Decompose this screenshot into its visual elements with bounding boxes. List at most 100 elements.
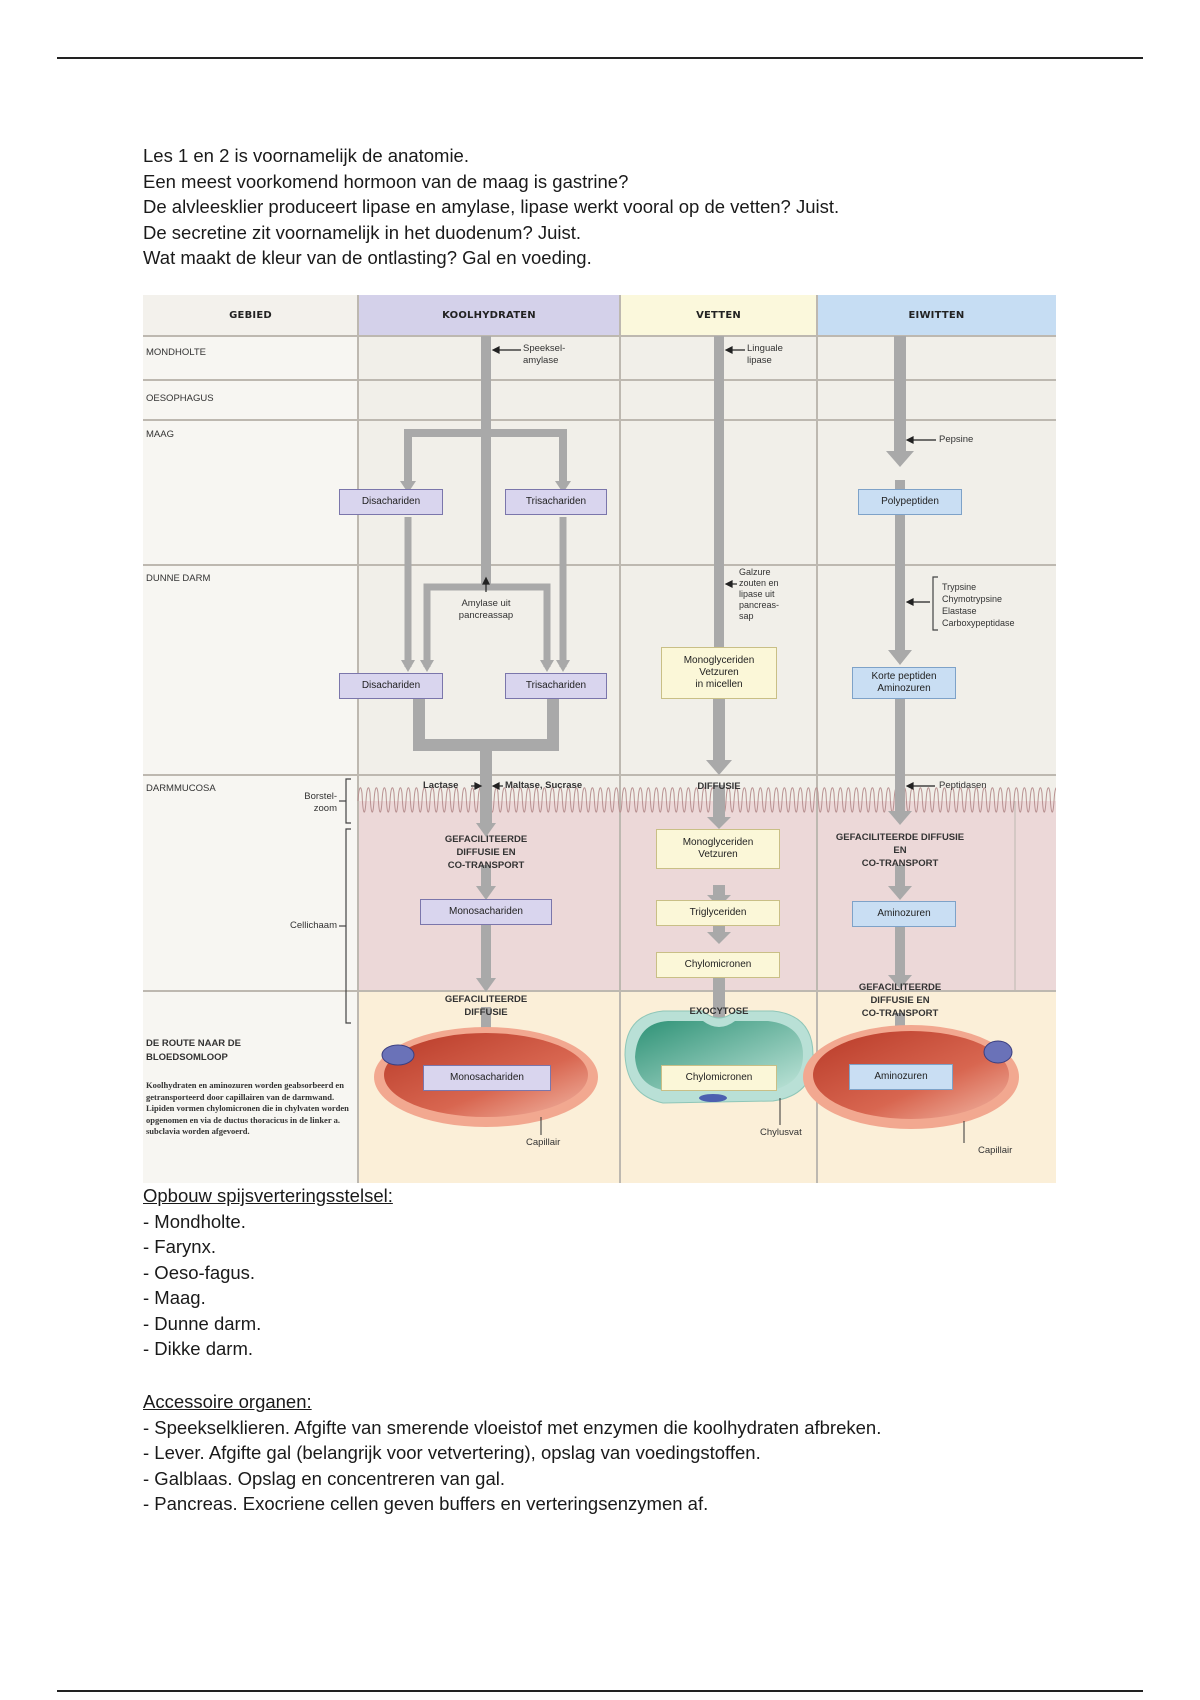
list-item: - Dikke darm. [143, 1338, 253, 1359]
intro-line: De alvleesklier produceert lipase en amy… [143, 196, 840, 217]
box-stomach-disaccharides: Disachariden [339, 489, 443, 515]
transport-line: CO-TRANSPORT [861, 1008, 939, 1019]
box-short-peptides: Korte peptiden Aminozuren [852, 667, 956, 699]
side-brackets [339, 576, 938, 1024]
transport-line: DIFFUSIE EN [870, 995, 930, 1006]
pancreatic-amylase-label-2: pancreassap [458, 610, 514, 621]
accessory-section: Accessoire organen: - Speekselklieren. A… [143, 1389, 881, 1517]
proteins-transport-in: GEFACILITEERDE DIFFUSIE EN CO-TRANSPORT [817, 831, 983, 870]
list-item: - Speekselklieren. Afgifte van smerende … [143, 1416, 882, 1438]
list-item: - Lever. Afgifte gal (belangrijk voor ve… [143, 1442, 761, 1463]
transport-line: GEFACILITEERDE DIFFUSIE [835, 832, 965, 843]
fats-transport-in: DIFFUSIE [697, 781, 741, 792]
box-blood-monosaccharides: Monosachariden [423, 1065, 551, 1091]
row-label-esophagus: OESOPHAGUS [146, 393, 214, 404]
header-rule [57, 57, 1143, 59]
protease-line: Elastase [942, 606, 977, 616]
box-intestine-trisaccharides: Trisachariden [505, 673, 607, 699]
region-column-bg [143, 295, 358, 1183]
intro-line: Les 1 en 2 is voornamelijk de anatomie. [143, 145, 469, 166]
digestion-diagram: GEBIED KOOLHYDRATEN VETTEN EIWITTEN MOND… [143, 295, 1056, 1183]
cell-monoglycerides-line: Monoglyceriden [682, 837, 754, 848]
transport-line: CO-TRANSPORT [861, 858, 939, 869]
lingual-lipase-label-2: lipase [747, 355, 772, 366]
fats-transport-out: EXOCYTOSE [689, 1006, 749, 1017]
bile-lipase-line: sap [739, 611, 754, 621]
protease-line: Carboxypeptidase [942, 618, 1015, 628]
header-region: GEBIED [229, 310, 272, 321]
accessory-heading: Accessoire organen: [143, 1391, 312, 1412]
header-carbs: KOOLHYDRATEN [442, 310, 536, 321]
list-item: - Galblaas. Opslag en concentreren van g… [143, 1467, 505, 1489]
header-fats-bg [620, 295, 817, 336]
carbs-transport-out: GEFACILITEERDE DIFFUSIE [411, 993, 561, 1019]
peptidases-label: Peptidasen [939, 780, 987, 791]
diagram-graphics [143, 295, 1056, 1183]
capillary-2-label: Capillair [978, 1145, 1013, 1156]
proteases-label: Trypsine Chymotrypsine Elastase Carboxyp… [942, 581, 1015, 629]
row-label-mouth: MONDHOLTE [146, 347, 206, 358]
intro-line: Een meest voorkomend hormoon van de maag… [143, 170, 629, 192]
pancreatic-amylase-label-1: Amylase uit [461, 598, 511, 609]
micelles-line: in micellen [695, 679, 743, 690]
structure-heading: Opbouw spijsverteringsstelsel: [143, 1185, 393, 1206]
cell-monoglycerides-line: Vetzuren [698, 849, 738, 860]
saliva-amylase-label-2: amylase [523, 355, 559, 366]
lactase-label: Lactase [423, 780, 459, 791]
box-polypeptides: Polypeptiden [858, 489, 962, 515]
list-item: - Mondholte. [143, 1210, 246, 1232]
maltase-sucrase-label: Maltase, Sucrase [505, 780, 583, 791]
list-item: - Dunne darm. [143, 1312, 262, 1334]
structure-section: Opbouw spijsverteringsstelsel: - Mondhol… [143, 1183, 393, 1362]
bile-lipase-label: Galzure zouten en lipase uit pancreas- s… [739, 567, 779, 622]
protease-line: Chymotrypsine [942, 594, 1003, 604]
lymph-vessel-label: Chylusvat [760, 1127, 802, 1138]
box-intestine-disaccharides: Disachariden [339, 673, 443, 699]
enzyme-pointers [471, 346, 936, 790]
carbs-arrowheads [400, 481, 571, 1051]
header-proteins-bg [817, 295, 1056, 336]
box-chylomicrons: Chylomicronen [656, 952, 780, 978]
transport-line: CO-TRANSPORT [447, 860, 525, 871]
bile-lipase-line: zouten en [739, 578, 779, 588]
short-peptides-line: Korte peptiden [871, 671, 937, 682]
header-fats: VETTEN [696, 310, 741, 321]
box-triglycerides: Triglyceriden [656, 900, 780, 926]
bile-lipase-line: pancreas- [739, 600, 780, 610]
transport-line: GEFACILITEERDE [444, 994, 528, 1005]
box-stomach-trisaccharides: Trisachariden [505, 489, 607, 515]
list-item: - Maag. [143, 1287, 206, 1308]
box-micelles: Monoglyceriden Vetzuren in micellen [661, 647, 777, 699]
brush-border-villi [357, 787, 1056, 813]
protease-line: Trypsine [942, 582, 977, 592]
pepsin-label: Pepsine [939, 434, 974, 445]
brush-border-label-2: zoom [313, 803, 337, 814]
row-label-mucosa: DARMMUCOSA [146, 783, 216, 794]
cell-body-label: Cellichaam [290, 920, 337, 931]
header-proteins: EIWITTEN [908, 310, 965, 321]
bloodstream-note: Koolhydraten en aminozuren worden geabso… [146, 1080, 349, 1136]
saliva-amylase-label-1: Speeksel- [523, 343, 566, 354]
short-peptides-line: Aminozuren [877, 683, 931, 694]
transport-line: DIFFUSIE EN [456, 847, 516, 858]
bile-lipase-line: Galzure [739, 567, 771, 577]
header-region-bg [143, 295, 358, 336]
transport-line: GEFACILITEERDE [444, 834, 528, 845]
row-label-stomach: MAAG [146, 429, 174, 440]
header-carbs-bg [358, 295, 620, 336]
intro-text: Les 1 en 2 is voornamelijk de anatomie. … [143, 143, 839, 271]
lingual-lipase-label-1: Linguale [747, 343, 783, 354]
row-label-bloodstream-2: BLOEDSOMLOOP [146, 1052, 228, 1063]
capillary-1-label: Capillair [526, 1137, 561, 1148]
list-item: - Oeso-fagus. [143, 1261, 256, 1283]
row-label-bloodstream-1: DE ROUTE NAAR DE [146, 1038, 242, 1049]
row-label-small-intestine: DUNNE DARM [146, 573, 211, 584]
list-item: - Pancreas. Exocriene cellen geven buffe… [143, 1493, 709, 1514]
box-cell-monosaccharides: Monosachariden [420, 899, 552, 925]
transport-line: GEFACILITEERDE [858, 982, 942, 993]
transport-line: DIFFUSIE [464, 1007, 508, 1018]
bile-lipase-line: lipase uit [739, 589, 775, 599]
list-item: - Farynx. [143, 1236, 216, 1257]
micelles-line: Monoglyceriden [683, 655, 755, 666]
brush-border-label-1: Borstel- [304, 791, 337, 802]
